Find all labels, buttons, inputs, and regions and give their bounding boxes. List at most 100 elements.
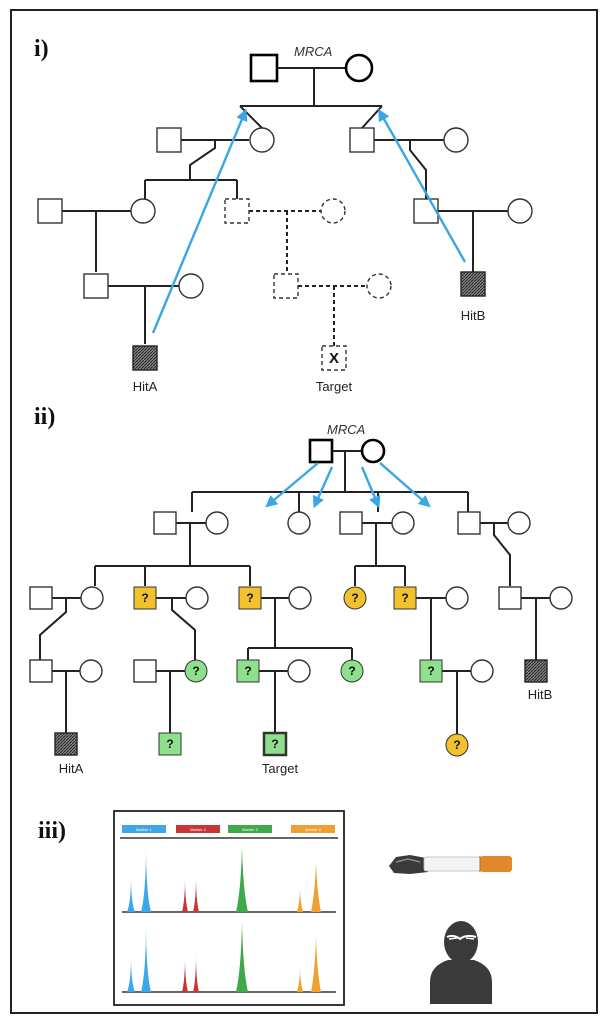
target-mark: X <box>329 350 339 367</box>
panel-iii: Marker 1 Marker 2 Marker 3 Marker 4 <box>113 810 512 1006</box>
candidate-square-yellow <box>133 586 157 610</box>
unknown-mark: ? <box>244 664 251 678</box>
person-square <box>349 127 375 153</box>
unknown-mark: ? <box>271 737 278 751</box>
arrow-hit-a-to-mrca <box>151 108 248 334</box>
marker-label-4: Marker 4 <box>305 827 322 832</box>
allele-peak <box>236 846 248 912</box>
marker-label-3: Marker 3 <box>242 827 259 832</box>
person-circle <box>507 511 531 535</box>
person-square-dashed <box>224 198 250 224</box>
hit-b-individual-ii <box>524 659 548 683</box>
person-circle <box>79 659 103 683</box>
marker-legend-4 <box>291 825 335 833</box>
allele-peak <box>193 954 199 992</box>
person-circle <box>178 273 204 299</box>
hit-a-label-ii: HitA <box>59 761 84 776</box>
section-label-ii: ii) <box>34 404 55 430</box>
allele-peak <box>141 922 151 992</box>
person-square <box>413 198 439 224</box>
person-circle <box>443 127 469 153</box>
allele-peak <box>127 956 135 992</box>
person-square <box>29 659 53 683</box>
hit-a-label: HitA <box>133 379 158 394</box>
person-circle <box>80 586 104 610</box>
person-circle <box>507 198 533 224</box>
person-square <box>156 127 182 153</box>
mrca-male <box>249 53 279 83</box>
section-label-iii: iii) <box>38 818 66 844</box>
candidate-circle-yellow <box>445 733 469 757</box>
person-circle <box>470 659 494 683</box>
person-circle <box>391 511 415 535</box>
target-label: Target <box>316 379 353 394</box>
hit-a-individual-ii <box>54 732 78 756</box>
candidate-circle-green <box>184 659 208 683</box>
marker-legend-2 <box>176 825 220 833</box>
mrca-male <box>308 438 334 464</box>
hit-a-individual <box>132 345 158 371</box>
hit-b-individual <box>460 271 486 297</box>
arrow-mrca-descent <box>265 462 319 508</box>
person-square <box>153 511 177 535</box>
allele-peak <box>297 886 303 912</box>
arrow-mrca-descent <box>379 462 431 508</box>
person-square <box>339 511 363 535</box>
allele-peak <box>182 878 188 912</box>
person-square-dashed <box>273 273 299 299</box>
marker-label-1: Marker 1 <box>136 827 153 832</box>
hit-b-label-ii: HitB <box>528 687 553 702</box>
marker-legend-1 <box>122 825 166 833</box>
person-circle-dashed <box>320 198 346 224</box>
cigarette-icon <box>389 855 512 874</box>
candidate-square-green <box>158 732 182 756</box>
mrca-label: MRCA <box>294 44 332 59</box>
panel-ii: MRCA ? <box>29 422 573 776</box>
candidate-square-yellow <box>393 586 417 610</box>
candidate-square-green <box>419 659 443 683</box>
unknown-mark: ? <box>427 664 434 678</box>
person-circle <box>288 586 312 610</box>
allele-peak <box>141 846 151 912</box>
arrow-mrca-descent <box>360 466 381 509</box>
person-circle <box>287 511 311 535</box>
target-individual <box>321 345 347 371</box>
unknown-mark: ? <box>192 664 199 678</box>
person-circle <box>130 198 156 224</box>
unknown-mark: ? <box>246 591 253 605</box>
person-square <box>83 273 109 299</box>
allele-peak <box>182 956 188 992</box>
allele-peak <box>193 876 199 912</box>
candidate-square-green <box>236 659 260 683</box>
unknown-mark: ? <box>401 591 408 605</box>
suspect-icon <box>430 921 492 1004</box>
marker-legend-3 <box>228 825 272 833</box>
person-square <box>133 659 157 683</box>
unknown-mark: ? <box>141 591 148 605</box>
unknown-mark: ? <box>453 738 460 752</box>
mrca-female <box>344 53 374 83</box>
person-circle <box>205 511 229 535</box>
unknown-mark: ? <box>348 664 355 678</box>
candidate-circle-green <box>340 659 364 683</box>
target-individual-ii <box>262 731 288 757</box>
candidate-square-yellow <box>238 586 262 610</box>
unknown-mark: ? <box>166 737 173 751</box>
person-circle <box>249 127 275 153</box>
person-circle <box>549 586 573 610</box>
person-circle-dashed <box>366 273 392 299</box>
marker-label-2: Marker 2 <box>190 827 207 832</box>
figure-frame <box>10 9 598 1014</box>
person-circle <box>445 586 469 610</box>
person-square <box>498 586 522 610</box>
mrca-female <box>360 438 386 464</box>
person-square <box>37 198 63 224</box>
electropherogram-box <box>113 810 345 1006</box>
person-square <box>29 586 53 610</box>
arrow-hit-b-to-mrca <box>378 108 467 263</box>
target-label-ii: Target <box>262 761 299 776</box>
person-circle <box>185 586 209 610</box>
allele-peak <box>311 936 321 992</box>
section-label-i: i) <box>34 36 49 62</box>
